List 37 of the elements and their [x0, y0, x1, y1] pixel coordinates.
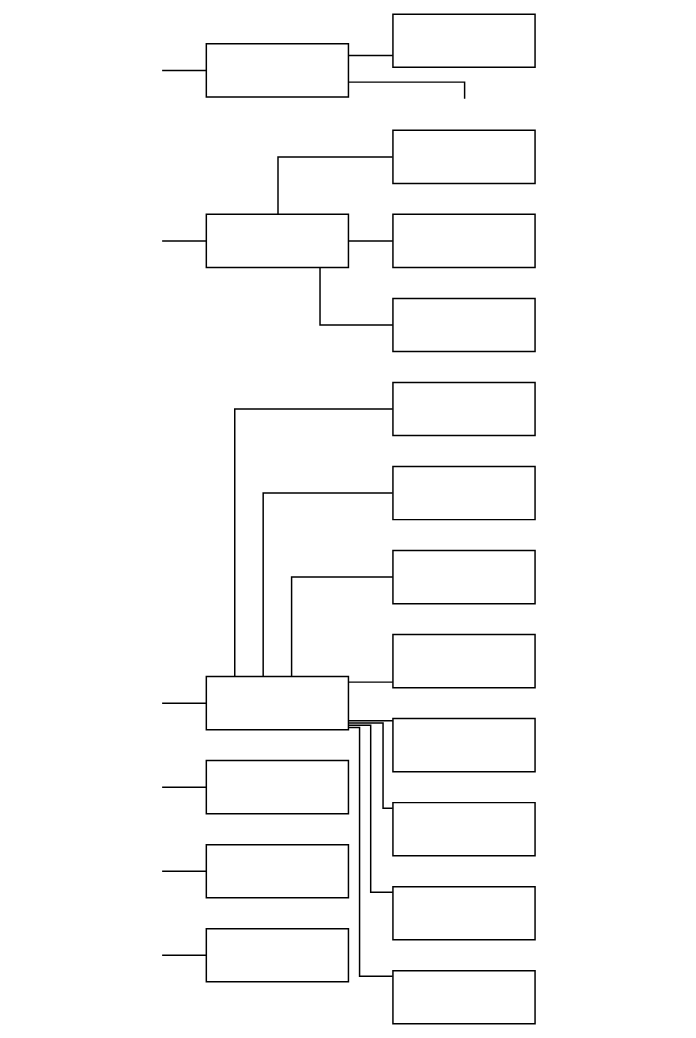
node-box	[392, 717, 536, 773]
node-box	[392, 465, 536, 521]
node-box	[392, 801, 536, 857]
connector	[290, 576, 394, 678]
connector	[347, 724, 394, 893]
connector	[319, 266, 394, 326]
connector	[347, 54, 394, 57]
node-box	[205, 927, 350, 983]
node-box	[392, 633, 536, 689]
connector	[161, 870, 207, 872]
connector	[161, 702, 207, 704]
node-box	[392, 381, 536, 437]
connector	[262, 492, 394, 678]
connector	[347, 726, 394, 977]
connector	[347, 722, 394, 809]
node-box	[205, 675, 350, 731]
connector	[234, 408, 394, 678]
connector	[161, 954, 207, 956]
node-box	[392, 13, 536, 69]
node-box	[205, 843, 350, 899]
node-box	[205, 759, 350, 815]
node-box	[392, 885, 536, 941]
node-box	[205, 213, 350, 269]
connector	[161, 786, 207, 788]
connector	[161, 240, 207, 242]
connector	[347, 240, 394, 242]
connector	[277, 156, 394, 216]
node-box	[205, 43, 350, 98]
node-box	[392, 969, 536, 1025]
node-box	[392, 213, 536, 269]
node-box	[392, 129, 536, 185]
node-box	[392, 549, 536, 605]
connector	[161, 69, 207, 72]
connector	[347, 681, 394, 683]
connector	[347, 720, 394, 722]
node-box	[392, 297, 536, 353]
connector	[347, 81, 466, 100]
